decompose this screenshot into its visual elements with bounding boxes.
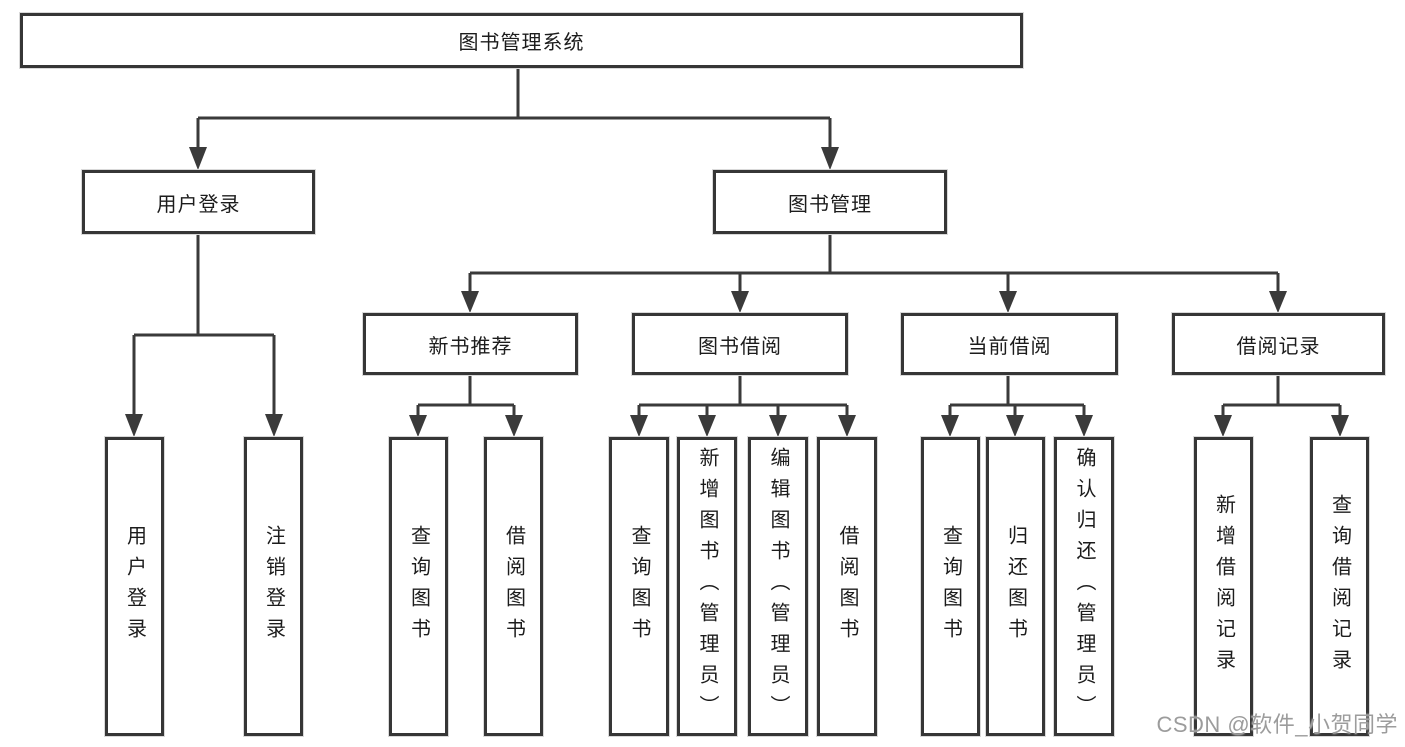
leaf-query-books-recommend: 查询图书	[389, 437, 448, 736]
arrow-down-icon	[821, 147, 839, 170]
connector-user-login-to-leaves	[132, 233, 276, 416]
arrow-down-icon	[189, 147, 207, 170]
node-new-book-recommend: 新书推荐	[363, 313, 578, 375]
arrow-down-icon	[1006, 415, 1024, 437]
arrow-down-icon	[769, 415, 787, 437]
leaf-user-login: 用户登录	[105, 437, 164, 736]
arrow-down-icon	[461, 291, 479, 313]
arrow-down-icon	[941, 415, 959, 437]
arrowheads	[125, 147, 1349, 437]
node-library-management-system: 图书管理系统	[20, 13, 1023, 68]
node-book-borrow: 图书借阅	[632, 313, 848, 375]
connector-current-borrow-to-leaves	[948, 374, 1086, 418]
leaf-label: 编辑图书（管理员）	[767, 447, 789, 726]
node-label: 借阅记录	[1236, 335, 1321, 358]
arrow-down-icon	[630, 415, 648, 437]
leaf-label: 查询图书	[628, 524, 650, 649]
watermark-text: CSDN @软件_小贺同学	[1156, 712, 1398, 737]
connector-book-management-to-sections	[468, 233, 1280, 293]
node-user-login: 用户登录	[82, 170, 315, 234]
leaf-label: 归还图书	[1004, 524, 1027, 649]
arrow-down-icon	[1214, 415, 1232, 437]
node-current-borrow: 当前借阅	[901, 313, 1118, 375]
arrow-down-icon	[1331, 415, 1349, 437]
node-book-management: 图书管理	[713, 170, 947, 234]
node-label: 图书管理系统	[458, 32, 585, 54]
leaf-logout: 注销登录	[244, 437, 303, 736]
leaf-label: 查询借阅记录	[1328, 493, 1351, 680]
leaf-add-books-admin: 新增图书（管理员）	[677, 437, 737, 736]
arrow-down-icon	[1269, 291, 1287, 313]
node-label: 图书借阅	[698, 335, 782, 358]
leaf-return-books: 归还图书	[986, 437, 1045, 736]
leaf-query-books-current: 查询图书	[921, 437, 980, 736]
leaf-label: 借阅图书	[502, 524, 525, 649]
arrow-down-icon	[999, 291, 1017, 313]
leaf-label: 新增借阅记录	[1212, 493, 1235, 680]
arrow-down-icon	[265, 414, 283, 437]
leaf-borrow-books: 借阅图书	[817, 437, 877, 736]
arrow-down-icon	[409, 415, 427, 437]
leaf-add-borrow-record: 新增借阅记录	[1194, 437, 1253, 736]
leaf-borrow-books-recommend: 借阅图书	[484, 437, 543, 736]
arrow-down-icon	[698, 415, 716, 437]
leaf-query-books-borrow: 查询图书	[609, 437, 669, 736]
leaf-label: 用户登录	[123, 524, 146, 649]
leaf-label: 注销登录	[262, 524, 285, 649]
arrow-down-icon	[125, 414, 143, 437]
arrow-down-icon	[838, 415, 856, 437]
leaf-confirm-return-admin: 确认归还（管理员）	[1054, 437, 1114, 736]
node-borrow-records: 借阅记录	[1172, 313, 1385, 375]
leaf-label: 查询图书	[407, 524, 430, 649]
arrow-down-icon	[1075, 415, 1093, 437]
leaf-label: 新增图书（管理员）	[696, 447, 718, 726]
leaf-edit-books-admin: 编辑图书（管理员）	[748, 437, 808, 736]
node-label: 新书推荐	[428, 335, 513, 358]
connector-book-borrow-to-leaves	[637, 374, 849, 418]
node-label: 当前借阅	[967, 335, 1052, 358]
leaf-label: 查询图书	[939, 524, 962, 649]
arrow-down-icon	[505, 415, 523, 437]
leaf-query-borrow-record: 查询借阅记录	[1310, 437, 1369, 736]
connector-root-to-branches	[196, 66, 832, 150]
arrow-down-icon	[731, 291, 749, 313]
node-label: 图书管理	[788, 193, 872, 216]
connector-new-book-recommend-to-leaves	[416, 374, 516, 418]
leaf-label: 借阅图书	[836, 524, 858, 649]
connector-borrow-records-to-leaves	[1221, 374, 1342, 418]
leaf-label: 确认归还（管理员）	[1073, 447, 1095, 726]
node-label: 用户登录	[156, 193, 241, 216]
